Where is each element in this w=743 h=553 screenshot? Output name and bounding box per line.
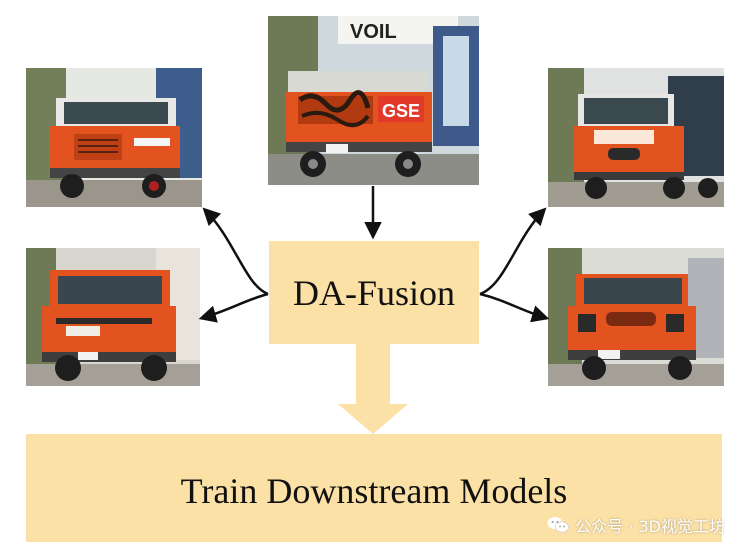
watermark-text: 公众号 · 3D视觉工坊 (575, 517, 725, 536)
augmented-truck-photo-upper-right (548, 68, 724, 207)
augmented-truck-photo-lower-right (548, 248, 724, 386)
train-downstream-box: Train Downstream Models (26, 434, 722, 542)
wechat-icon (547, 517, 570, 533)
arrow-to-lower-right (479, 292, 550, 323)
arrow-to-upper-left (202, 207, 269, 296)
augmented-truck-photo-upper-left (26, 68, 202, 207)
train-downstream-label: Train Downstream Models (180, 471, 568, 511)
augmented-truck-photo-lower-left (26, 248, 200, 386)
arrow-to-lower-left (198, 292, 269, 323)
grille-text: GSE (382, 101, 420, 121)
original-truck-photo: VOIL GSE (268, 16, 479, 185)
arrow-to-upper-right (479, 207, 547, 296)
watermark: 公众号 · 3D视觉工坊 (547, 513, 725, 537)
da-fusion-box: DA-Fusion (269, 241, 479, 344)
da-fusion-label: DA-Fusion (292, 272, 456, 313)
sign-text: VOIL (350, 21, 397, 43)
arrow-to-training (338, 344, 408, 434)
